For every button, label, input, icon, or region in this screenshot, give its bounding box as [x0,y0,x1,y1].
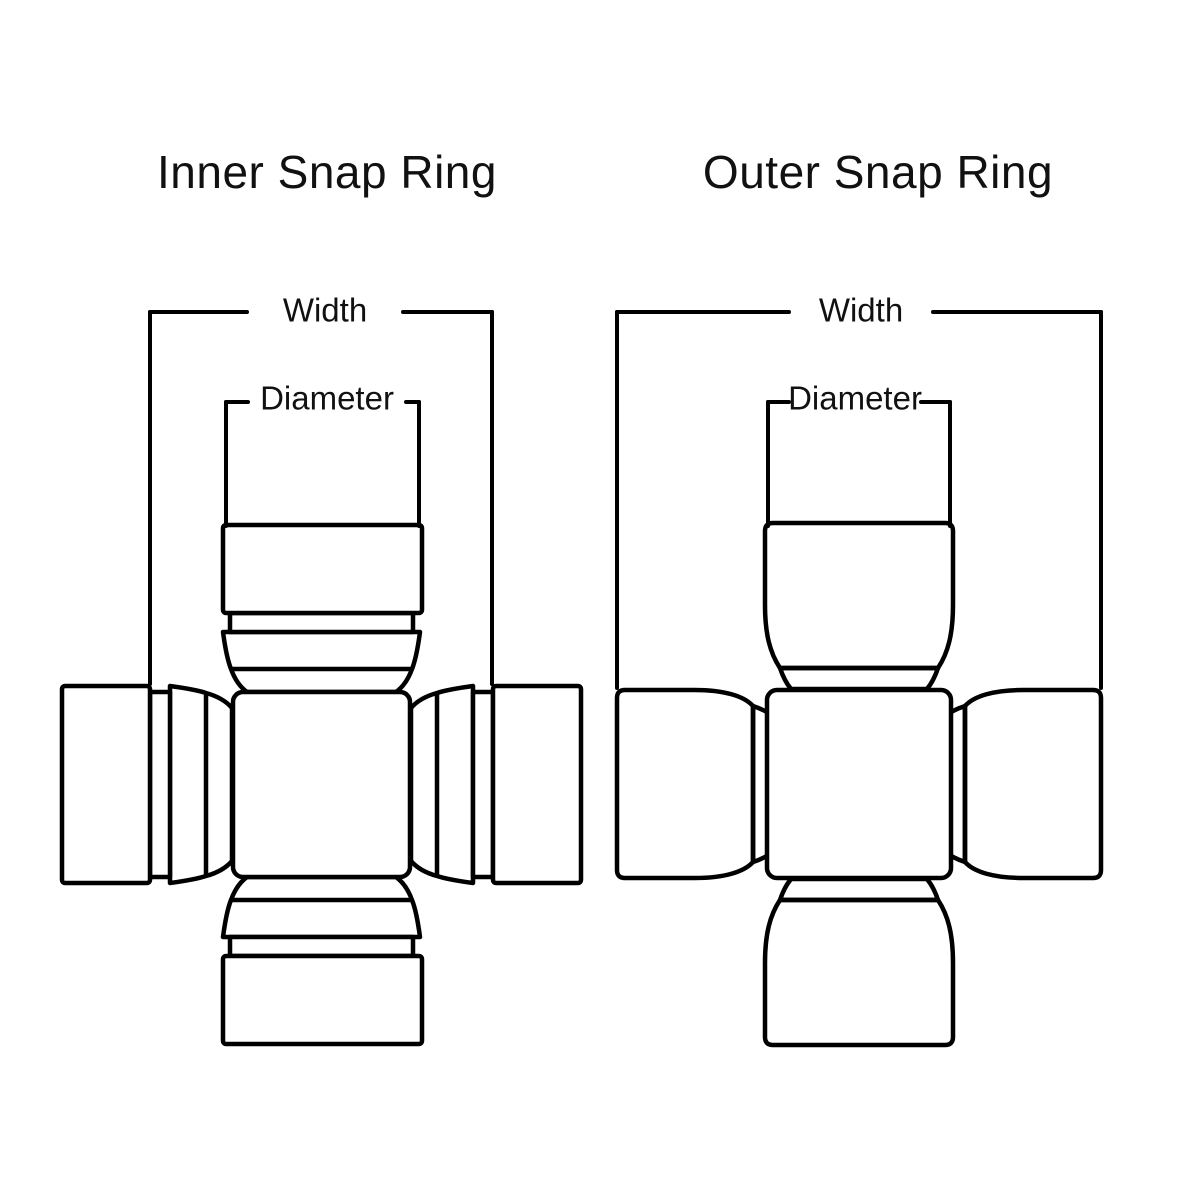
inner-top-snap-ring-band [227,610,416,635]
inner-left-snap-ring-band [147,689,173,880]
inner-width-bracket [148,310,494,686]
inner-diagram-title: Inner Snap Ring [157,146,497,198]
outer-bottom-skirt [777,876,941,903]
outer-center-body [764,687,954,881]
inner-snap-ring-joint-drawing [59,522,584,1047]
outer-left-bearing-cap [614,687,756,881]
inner-width-label: Width [282,291,368,329]
outer-diameter-label: Diameter [788,379,922,417]
inner-right-trunnion [408,683,476,886]
outer-width-label: Width [818,291,904,329]
outer-diagram-title: Outer Snap Ring [702,146,1054,198]
inner-right-snap-ring-band [470,689,496,880]
outer-right-bearing-cap [962,687,1104,881]
inner-bottom-snap-ring-band [227,934,416,959]
outer-snap-ring-joint-drawing [614,520,1104,1048]
inner-center-body [230,689,413,880]
outer-bottom-bearing-cap [762,897,956,1048]
inner-left-bearing-cap [59,683,153,886]
outer-diameter-bracket [766,400,952,528]
outer-width-bracket [615,310,1103,690]
inner-bottom-trunnion [220,874,423,940]
inner-left-trunnion [167,683,235,886]
outer-top-skirt [777,665,941,692]
inner-top-trunnion [220,629,423,695]
inner-bottom-bearing-cap [220,953,425,1047]
inner-diameter-label: Diameter [260,379,394,417]
inner-diameter-bracket [224,400,421,528]
inner-top-bearing-cap [220,522,425,616]
inner-right-bearing-cap [490,683,584,886]
outer-top-bearing-cap [762,520,956,671]
